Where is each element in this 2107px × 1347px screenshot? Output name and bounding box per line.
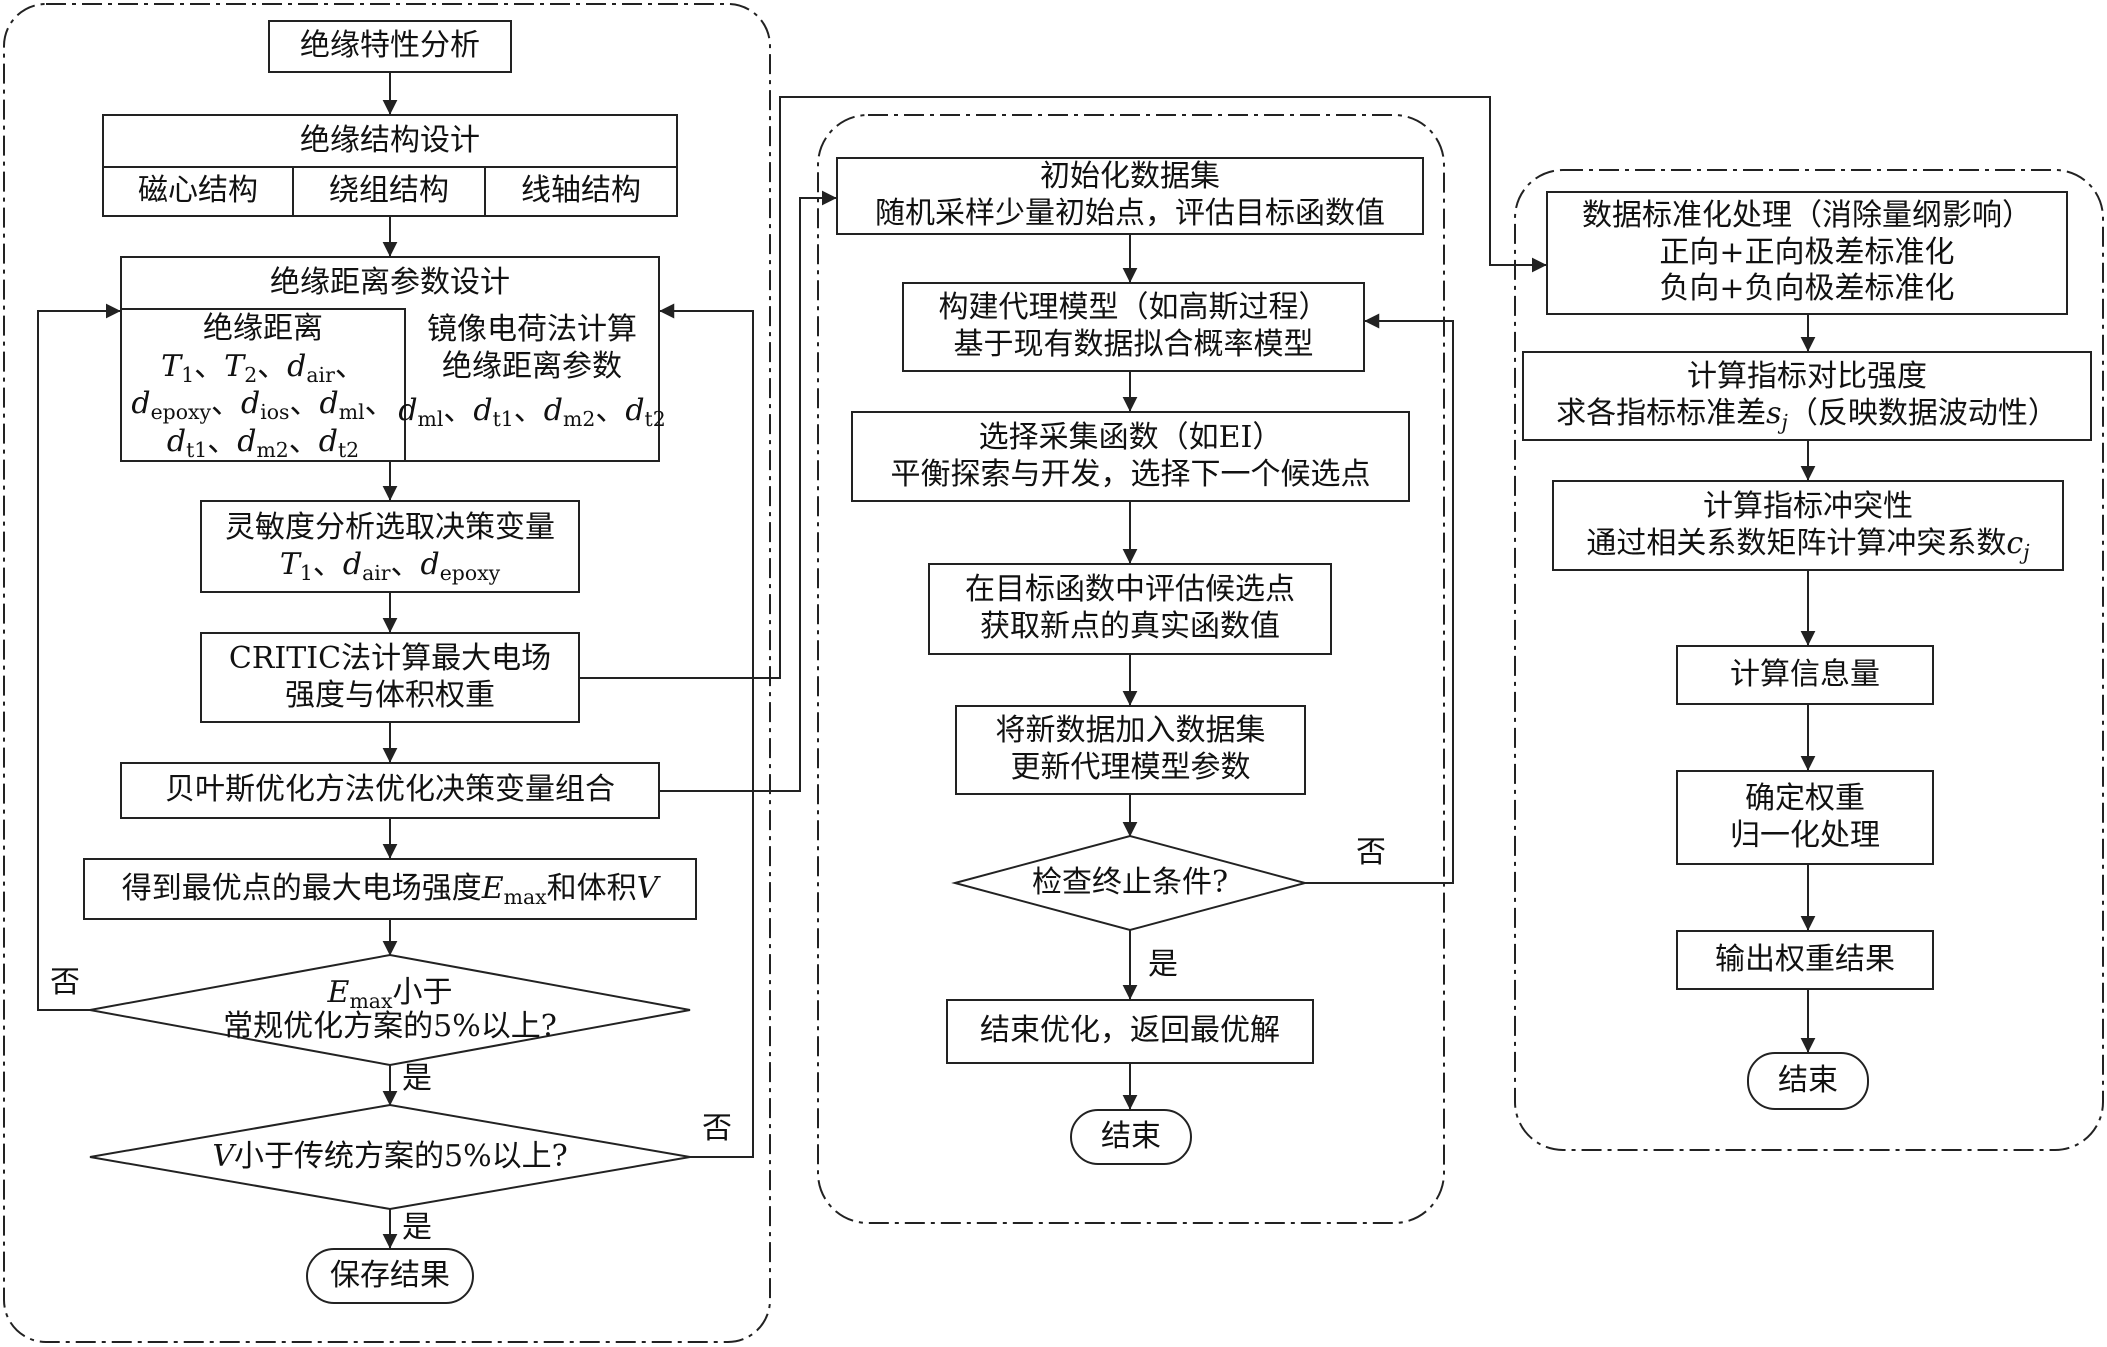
start-box: 绝缘特性分析 [268,20,512,73]
decision2-text: V小于传统方案的5%以上? [160,1130,620,1184]
start-label: 绝缘特性分析 [300,28,480,64]
check-yes-label: 是 [1148,947,1178,982]
distance-left-vars-2: depoxy、dios、dml、 [131,386,395,425]
check-text: 检查终止条件? [1031,864,1229,900]
panel3-end-terminal: 结束 [1747,1052,1869,1110]
update-box: 将新数据加入数据集 更新代理模型参数 [955,705,1306,795]
decision1-no-label: 否 [50,965,80,1000]
distance-design-box: 绝缘距离参数设计 绝缘距离 T1、T2、dair、 depoxy、dios、dm… [120,256,666,462]
output-box: 输出权重结果 [1676,930,1934,990]
decision2-yes-label: 是 [402,1210,432,1245]
save-result-terminal: 保存结果 [306,1248,474,1304]
structure-cell-bobbin: 线轴结构 [521,173,641,209]
sensitivity-vars: T1、dair、depoxy [279,546,501,585]
distance-left-vars-1: T1、T2、dair、 [161,348,365,387]
finish-box: 结束优化，返回最优解 [946,999,1314,1064]
contrast-line2: 求各指标标准差sj（反映数据波动性） [1556,396,2058,435]
result-box: 得到最优点的最大电场强度Emax和体积V [83,858,697,920]
distance-left-cell: 绝缘距离 T1、T2、dair、 depoxy、dios、dml、 dt1、dm… [131,311,395,462]
structure-design-box: 绝缘结构设计 磁心结构 绕组结构 线轴结构 [102,114,678,217]
distance-right-vars: dml、dt1、dm2、dt2 [398,393,666,432]
distance-left-vars-3: dt1、dm2、dt2 [166,423,360,462]
contrast-box: 计算指标对比强度 求各指标标准差sj（反映数据波动性） [1522,351,2092,441]
conflict-line2: 通过相关系数矩阵计算冲突系数cj [1586,525,2030,564]
loop-decision1-no [37,303,121,1011]
decision2-line: V小于传统方案的5%以上? [212,1138,568,1174]
weight-box: 确定权重 归一化处理 [1676,770,1934,865]
check-no-label: 否 [1356,835,1386,870]
structure-cell-core: 磁心结构 [104,168,294,215]
link-critic-to-panel3 [580,96,1547,679]
distance-right-cell: 镜像电荷法计算 绝缘距离参数 dml、dt1、dm2、dt2 [398,312,666,432]
panel3-frame [1514,169,2104,1151]
decision1-line1: Emax小于 [327,974,453,1013]
critic-box: CRITIC法计算最大电场 强度与体积权重 [200,632,580,723]
acquisition-box: 选择采集函数（如EI） 平衡探索与开发，选择下一个候选点 [851,411,1410,502]
decision1-yes-label: 是 [402,1061,432,1096]
distance-title: 绝缘距离参数设计 [270,264,510,300]
evaluate-box: 在目标函数中评估候选点 获取新点的真实函数值 [928,563,1332,655]
decision2-no-label: 否 [702,1111,732,1146]
decision1-shape [89,953,691,1067]
sensitivity-box: 灵敏度分析选取决策变量 T1、dair、depoxy [200,500,580,593]
conflict-box: 计算指标冲突性 通过相关系数矩阵计算冲突系数cj [1552,480,2064,571]
standardize-box: 数据标准化处理（消除量纲影响） 正向+正向极差标准化 负向+负向极差标准化 [1546,191,2068,315]
structure-title: 绝缘结构设计 [104,116,676,168]
panel1-frame [3,3,771,1343]
surrogate-box: 构建代理模型（如高斯过程） 基于现有数据拟合概率模型 [902,282,1365,372]
result-text: 得到最优点的最大电场强度Emax和体积V [121,870,659,909]
decision1-text: Emax小于 常规优化方案的5%以上? [190,967,590,1053]
link-bayes-to-panel2 [660,190,837,792]
loop-decision2-no [659,303,754,1158]
init-dataset-box: 初始化数据集 随机采样少量初始点，评估目标函数值 [836,157,1424,235]
panel2-end-terminal: 结束 [1070,1109,1192,1165]
loop-check-no [1305,313,1454,884]
info-box: 计算信息量 [1676,645,1934,705]
bayes-box: 贝叶斯优化方法优化决策变量组合 [120,762,660,819]
panel2-frame [817,114,1445,1224]
decision1-line2: 常规优化方案的5%以上? [223,1009,557,1044]
structure-cell-winding: 绕组结构 [294,168,486,215]
